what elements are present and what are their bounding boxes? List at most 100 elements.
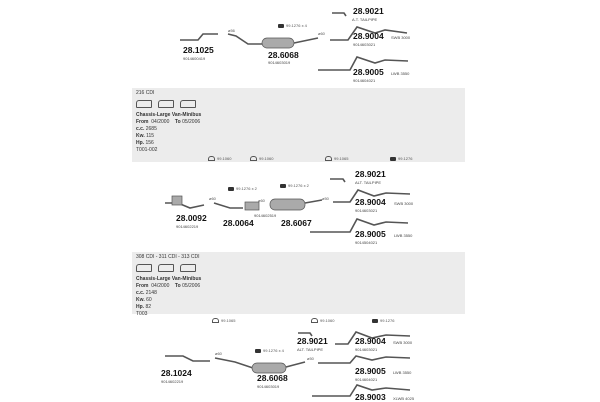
part-number[interactable]: 28.9021 xyxy=(353,6,384,16)
part-note: SWB 3000 xyxy=(391,35,411,40)
part-note: LWB 3550 xyxy=(393,370,412,375)
part-number[interactable]: 28.9021 xyxy=(355,169,386,179)
clamp[interactable]: 99.1065 xyxy=(325,156,348,162)
part-number[interactable]: 28.9005 xyxy=(355,366,386,376)
tailpipe-xlwb xyxy=(312,384,411,397)
part-note: XLWB 4025 xyxy=(393,396,415,401)
clamp[interactable]: 99.1065 xyxy=(212,318,235,324)
mid-pipe xyxy=(214,357,254,369)
part-number[interactable]: 28.9005 xyxy=(353,67,384,77)
alt-tailpipe xyxy=(298,332,313,337)
oe-reference: 9014603021 xyxy=(355,208,378,213)
clamp[interactable]: 99.1060 xyxy=(208,156,231,162)
tailpipe-swb xyxy=(330,26,408,41)
tail-pipe xyxy=(293,37,319,44)
clamp[interactable]: 99.1060 xyxy=(311,318,334,324)
oe-reference: 9014602519 xyxy=(254,213,277,218)
clamp-icon xyxy=(278,23,284,28)
part-number[interactable]: 28.6067 xyxy=(281,218,312,228)
part-number[interactable]: 28.9003 xyxy=(355,392,386,402)
body-icons xyxy=(136,264,202,275)
alt-tailpipe xyxy=(330,178,346,183)
part-number[interactable]: 28.6068 xyxy=(257,373,288,383)
diameter-label: ø60 xyxy=(258,198,265,203)
clamp-icon xyxy=(372,318,378,323)
tail-pipe xyxy=(304,199,323,204)
clamp[interactable]: 99.1276 xyxy=(372,318,394,323)
oe-reference: 9014604021 xyxy=(355,377,378,382)
chassis-icon xyxy=(136,100,152,108)
clamp-icon xyxy=(228,186,234,191)
diameter-label: ø60 xyxy=(215,351,222,356)
clamp[interactable]: 99.1276 x 2 xyxy=(228,186,257,191)
part-note: LWB 3550 xyxy=(394,233,413,238)
part-number[interactable]: 28.1024 xyxy=(161,368,192,378)
vehicle-header-308cdi xyxy=(132,252,465,314)
clamp[interactable]: 99.1276 xyxy=(390,156,412,161)
van-icon xyxy=(158,264,174,272)
part-note: A.T. TAILPIPE xyxy=(352,17,378,22)
part-number[interactable]: 28.9004 xyxy=(355,336,386,346)
body-icons xyxy=(136,100,202,111)
part-note: ALT. TAILPIPE xyxy=(355,180,382,185)
catalyst xyxy=(171,195,183,206)
oe-reference: 9014603019 xyxy=(268,60,291,65)
oe-reference: 9014602219 xyxy=(176,224,199,229)
tailpipe-xlwb xyxy=(318,355,411,364)
oe-reference: 9014602219 xyxy=(161,379,184,384)
oe-reference: 9014603019 xyxy=(257,384,280,389)
part-number[interactable]: 28.0092 xyxy=(176,213,207,223)
part-note: LWB 3550 xyxy=(391,71,410,76)
part-note: SWB 3000 xyxy=(393,340,413,345)
diameter-label: ø56 xyxy=(228,28,235,33)
clamp[interactable]: 99.1276 x 4 xyxy=(255,348,284,353)
clamp-icon xyxy=(255,348,261,353)
model-name: 216 CDI xyxy=(136,90,155,96)
part-number[interactable]: 28.9005 xyxy=(355,229,386,239)
diameter-label: ø60 xyxy=(209,196,216,201)
clamp-icon xyxy=(208,156,215,162)
front-pipe xyxy=(165,202,205,209)
part-number[interactable]: 28.1025 xyxy=(183,45,214,55)
part-note: ALT. TAILPIPE xyxy=(297,347,324,352)
clamp[interactable]: 99.1276 x 4 xyxy=(278,23,307,28)
part-note: SWB 3000 xyxy=(394,201,414,206)
tail-pipe xyxy=(285,361,306,368)
oe-reference: 9014504021 xyxy=(355,240,378,245)
mid-pipe xyxy=(213,202,243,209)
clamp-icon xyxy=(212,318,219,324)
clamp[interactable]: 99.1060 xyxy=(250,156,273,162)
muffler xyxy=(261,37,295,49)
catalyst xyxy=(244,201,260,211)
tailpipe-lwb xyxy=(318,56,409,71)
van-icon xyxy=(158,100,174,108)
diameter-label: ø50 xyxy=(322,196,329,201)
model-name: 308 CDI - 311 CDI - 313 CDI xyxy=(136,254,200,260)
alt-tailpipe xyxy=(332,12,347,17)
muffler xyxy=(251,362,287,374)
part-number[interactable]: 28.0064 xyxy=(223,218,254,228)
front-pipe xyxy=(180,33,218,41)
minibus-icon xyxy=(180,264,196,272)
muffler xyxy=(269,198,306,211)
vehicle-spec: 308 CDI - 311 CDI - 313 CDI Chassis-Larg… xyxy=(136,254,202,317)
clamp[interactable]: 99.1276 x 2 xyxy=(280,183,309,188)
tailpipe-swb xyxy=(333,189,411,203)
diameter-label: ø50 xyxy=(307,356,314,361)
part-number[interactable]: 28.6068 xyxy=(268,50,299,60)
oe-reference: 9014600419 xyxy=(183,56,206,61)
diameter-label: ø60 xyxy=(318,31,325,36)
oe-reference: 9014603021 xyxy=(353,42,376,47)
clamp-icon xyxy=(311,318,318,324)
vehicle-spec: 216 CDI Chassis-Large Van-Minibus From 0… xyxy=(136,90,202,153)
clamp-icon xyxy=(280,183,286,188)
front-pipe xyxy=(165,355,210,362)
mid-pipe xyxy=(227,33,264,45)
chassis-icon xyxy=(136,264,152,272)
part-number[interactable]: 28.9004 xyxy=(355,197,386,207)
part-number[interactable]: 28.9021 xyxy=(297,336,328,346)
tailpipe-swb xyxy=(335,331,411,345)
part-number[interactable]: 28.9004 xyxy=(353,31,384,41)
clamp-icon xyxy=(390,156,396,161)
